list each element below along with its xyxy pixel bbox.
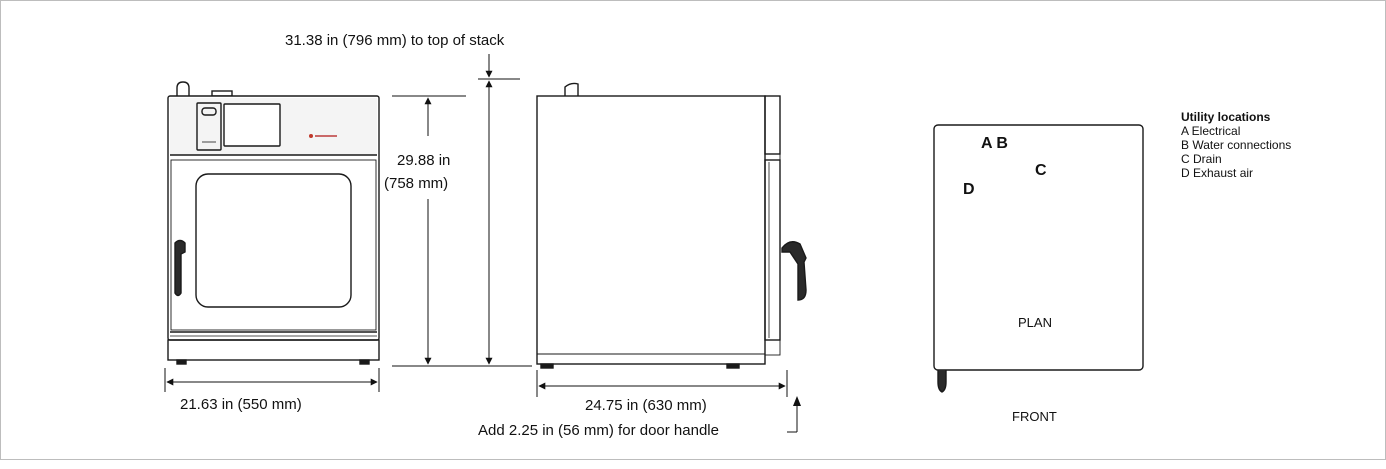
height-label-mm: (758 mm) xyxy=(384,175,449,192)
plan-marker-ab: A B xyxy=(981,135,1008,152)
side-foot-right xyxy=(726,363,740,369)
door-window xyxy=(195,173,352,308)
top-vent-slot xyxy=(211,90,233,97)
depth-label: 24.75 in (630 mm) xyxy=(585,397,707,414)
control-module xyxy=(196,102,222,151)
side-door-handle xyxy=(781,241,807,301)
side-foot-left xyxy=(540,363,554,369)
width-label: 21.63 in (550 mm) xyxy=(180,396,302,413)
side-control-panel xyxy=(764,95,781,155)
plan-marker-c: C xyxy=(1035,162,1047,179)
touch-screen xyxy=(223,103,281,147)
stack-height-label: 31.38 in (796 mm) to top of stack xyxy=(285,32,505,49)
oven-front-view xyxy=(167,81,380,365)
plan-label: PLAN xyxy=(1018,315,1052,330)
top-vent-knob xyxy=(176,81,190,97)
plan-door-handle xyxy=(937,370,947,393)
oven-side-view xyxy=(536,82,807,369)
front-label: FRONT xyxy=(1012,409,1057,424)
dimension-lines xyxy=(164,54,801,433)
door-handle-note: Add 2.25 in (56 mm) for door handle xyxy=(478,422,719,439)
plan-marker-d: D xyxy=(963,181,975,198)
brand-logo xyxy=(309,134,313,138)
height-label-in: 29.88 in xyxy=(397,152,451,169)
plan-view xyxy=(933,124,1144,393)
side-body xyxy=(536,95,766,365)
utility-item-exhaust: D Exhaust air xyxy=(1181,166,1254,180)
oven-base xyxy=(167,339,380,361)
plan-outline xyxy=(933,124,1144,371)
utility-item-electrical: A Electrical xyxy=(1181,124,1241,138)
side-vent xyxy=(564,82,579,96)
control-indicator xyxy=(201,107,217,116)
door-handle xyxy=(174,239,186,297)
foot-left xyxy=(176,359,187,365)
utility-locations-title: Utility locations xyxy=(1181,110,1271,124)
utility-item-water: B Water connections xyxy=(1181,138,1292,152)
utility-item-drain: C Drain xyxy=(1181,152,1222,166)
foot-right xyxy=(359,359,370,365)
side-door-profile xyxy=(764,159,781,341)
